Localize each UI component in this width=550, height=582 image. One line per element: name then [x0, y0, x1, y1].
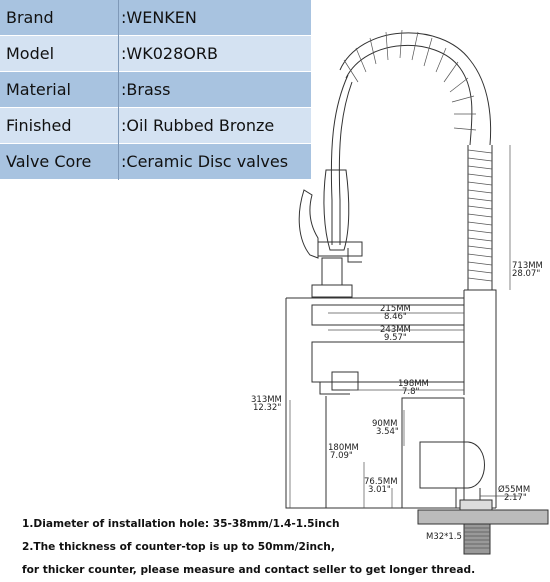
spec-key: Valve Core: [0, 143, 119, 180]
note-line: 1.Diameter of installation hole: 35-38mm…: [22, 518, 340, 530]
spec-row: Brand :WENKEN: [0, 0, 311, 36]
dim-base-in: 3.01": [368, 485, 391, 495]
faucet-body: [285, 289, 497, 509]
dim-body-in: 12.32": [253, 403, 281, 413]
dim-reach2-in: 9.57": [384, 333, 407, 343]
dim-handle-mm: 90MM: [372, 419, 397, 429]
spec-value: :Ceramic Disc valves: [118, 143, 311, 180]
spec-key: Finished: [0, 107, 119, 144]
counter-mount: [417, 499, 549, 555]
dim-diam-mm: Ø55MM: [498, 484, 530, 495]
dim-body-mm: 313MM: [251, 395, 282, 405]
sprayer-hose: [298, 74, 363, 298]
dim-spout-h-mm: 180MM: [328, 443, 359, 453]
spec-value: :Brass: [118, 71, 311, 108]
dim-spout-h-in: 7.09": [330, 451, 353, 461]
dim-height-mm: 713MM: [512, 261, 543, 271]
spec-key: Brand: [0, 0, 119, 36]
dim-reach1-mm: 215MM: [380, 304, 411, 314]
spec-value: :WENKEN: [118, 0, 311, 36]
spec-row: Finished :Oil Rubbed Bronze: [0, 107, 311, 144]
dim-height-in: 28.07": [512, 269, 540, 279]
spec-key: Material: [0, 71, 119, 108]
dim-spout-mm: 198MM: [398, 379, 429, 389]
spec-value: :Oil Rubbed Bronze: [118, 107, 311, 144]
spec-value: :WK028ORB: [118, 35, 311, 72]
note-line: for thicker counter, please measure and …: [22, 564, 476, 576]
dim-spout-in: 7.8": [402, 387, 420, 397]
dimension-lines: [289, 145, 520, 508]
dim-reach1-in: 8.46": [384, 312, 407, 322]
dim-handle-in: 3.54": [376, 427, 399, 437]
spring-coil: [339, 29, 493, 290]
spec-row: Material :Brass: [0, 71, 311, 108]
dim-thread: M32*1.5: [426, 532, 462, 542]
spec-key: Model: [0, 35, 119, 72]
installation-notes: 1.Diameter of installation hole: 35-38mm…: [22, 513, 542, 582]
spec-row: Model :WK028ORB: [0, 35, 311, 72]
note-line: 2.The thickness of counter-top is up to …: [22, 541, 335, 553]
dim-reach2-mm: 243MM: [380, 325, 411, 335]
spec-row: Valve Core :Ceramic Disc valves: [0, 143, 311, 180]
spec-table: Brand :WENKEN Model :WK028ORB Material :…: [0, 0, 311, 180]
dim-diam-in: 2.17": [504, 493, 527, 503]
dim-base-mm: 76.5MM: [364, 477, 398, 487]
